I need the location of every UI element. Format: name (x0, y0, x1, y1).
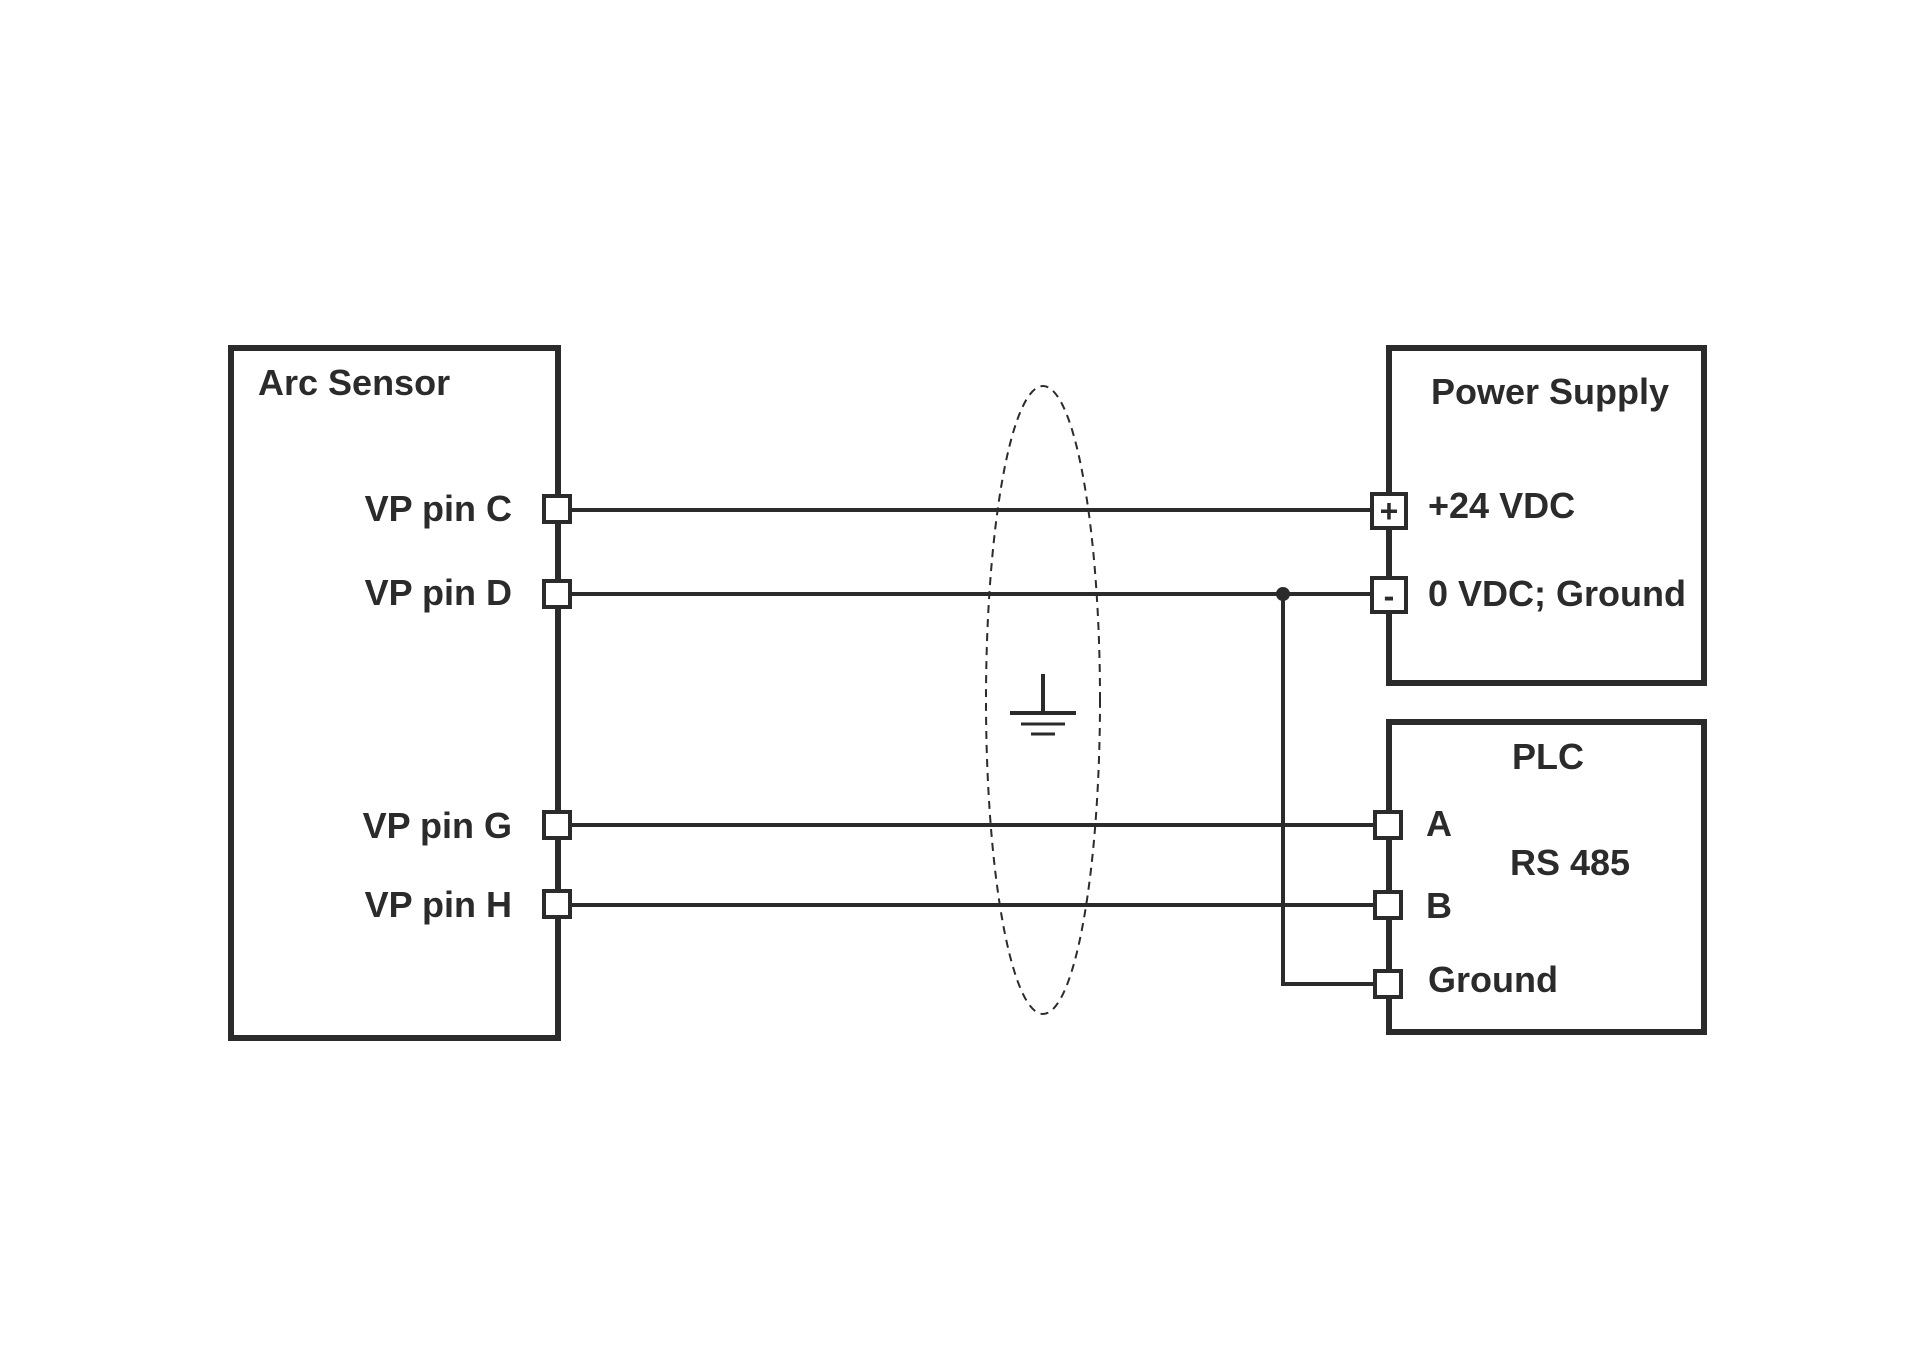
plus-icon: + (1380, 493, 1399, 529)
plc-terminal-b-label: B (1426, 885, 1452, 926)
arc-sensor-terminals (542, 494, 572, 919)
arc-sensor-title: Arc Sensor (258, 362, 450, 403)
arc-sensor-pin-c: VP pin C (365, 488, 512, 529)
terminal-pin-g (542, 810, 572, 840)
power-supply-block: Power Supply +24 VDC 0 VDC; Ground (1386, 345, 1707, 686)
plc-block: PLC RS 485 A B Ground (1386, 719, 1707, 1035)
arc-sensor-pin-d: VP pin D (365, 572, 512, 613)
wire-ground-to-plc-ground (1281, 594, 1374, 986)
terminal-minus (1370, 576, 1408, 614)
cable-shield-ellipse (985, 385, 1101, 1015)
power-supply-terminals: + - (1370, 492, 1408, 614)
power-supply-title: Power Supply (1431, 371, 1669, 412)
junction-dot (1276, 587, 1290, 601)
plc-terminals (1373, 810, 1403, 999)
ground-icon (1010, 674, 1076, 736)
terminal-ground (1373, 969, 1403, 999)
terminal-plus (1370, 492, 1408, 530)
plc-title: PLC (1512, 736, 1584, 777)
power-supply-minus-label: 0 VDC; Ground (1428, 573, 1686, 614)
arc-sensor-block: Arc Sensor VP pin C VP pin D VP pin G VP… (228, 345, 561, 1041)
terminal-pin-d (542, 579, 572, 609)
plc-terminal-ground-label: Ground (1428, 959, 1558, 1000)
terminal-b (1373, 890, 1403, 920)
arc-sensor-box (228, 345, 561, 1041)
terminal-pin-h (542, 889, 572, 919)
arc-sensor-pin-h: VP pin H (365, 884, 512, 925)
power-supply-plus-label: +24 VDC (1428, 485, 1575, 526)
plc-box (1386, 719, 1707, 1035)
minus-icon: - (1384, 578, 1395, 614)
terminal-a (1373, 810, 1403, 840)
wires (572, 508, 1374, 986)
plc-terminal-a-label: A (1426, 803, 1452, 844)
arc-sensor-pin-g: VP pin G (363, 805, 512, 846)
terminal-pin-c (542, 494, 572, 524)
plc-protocol: RS 485 (1510, 842, 1630, 883)
